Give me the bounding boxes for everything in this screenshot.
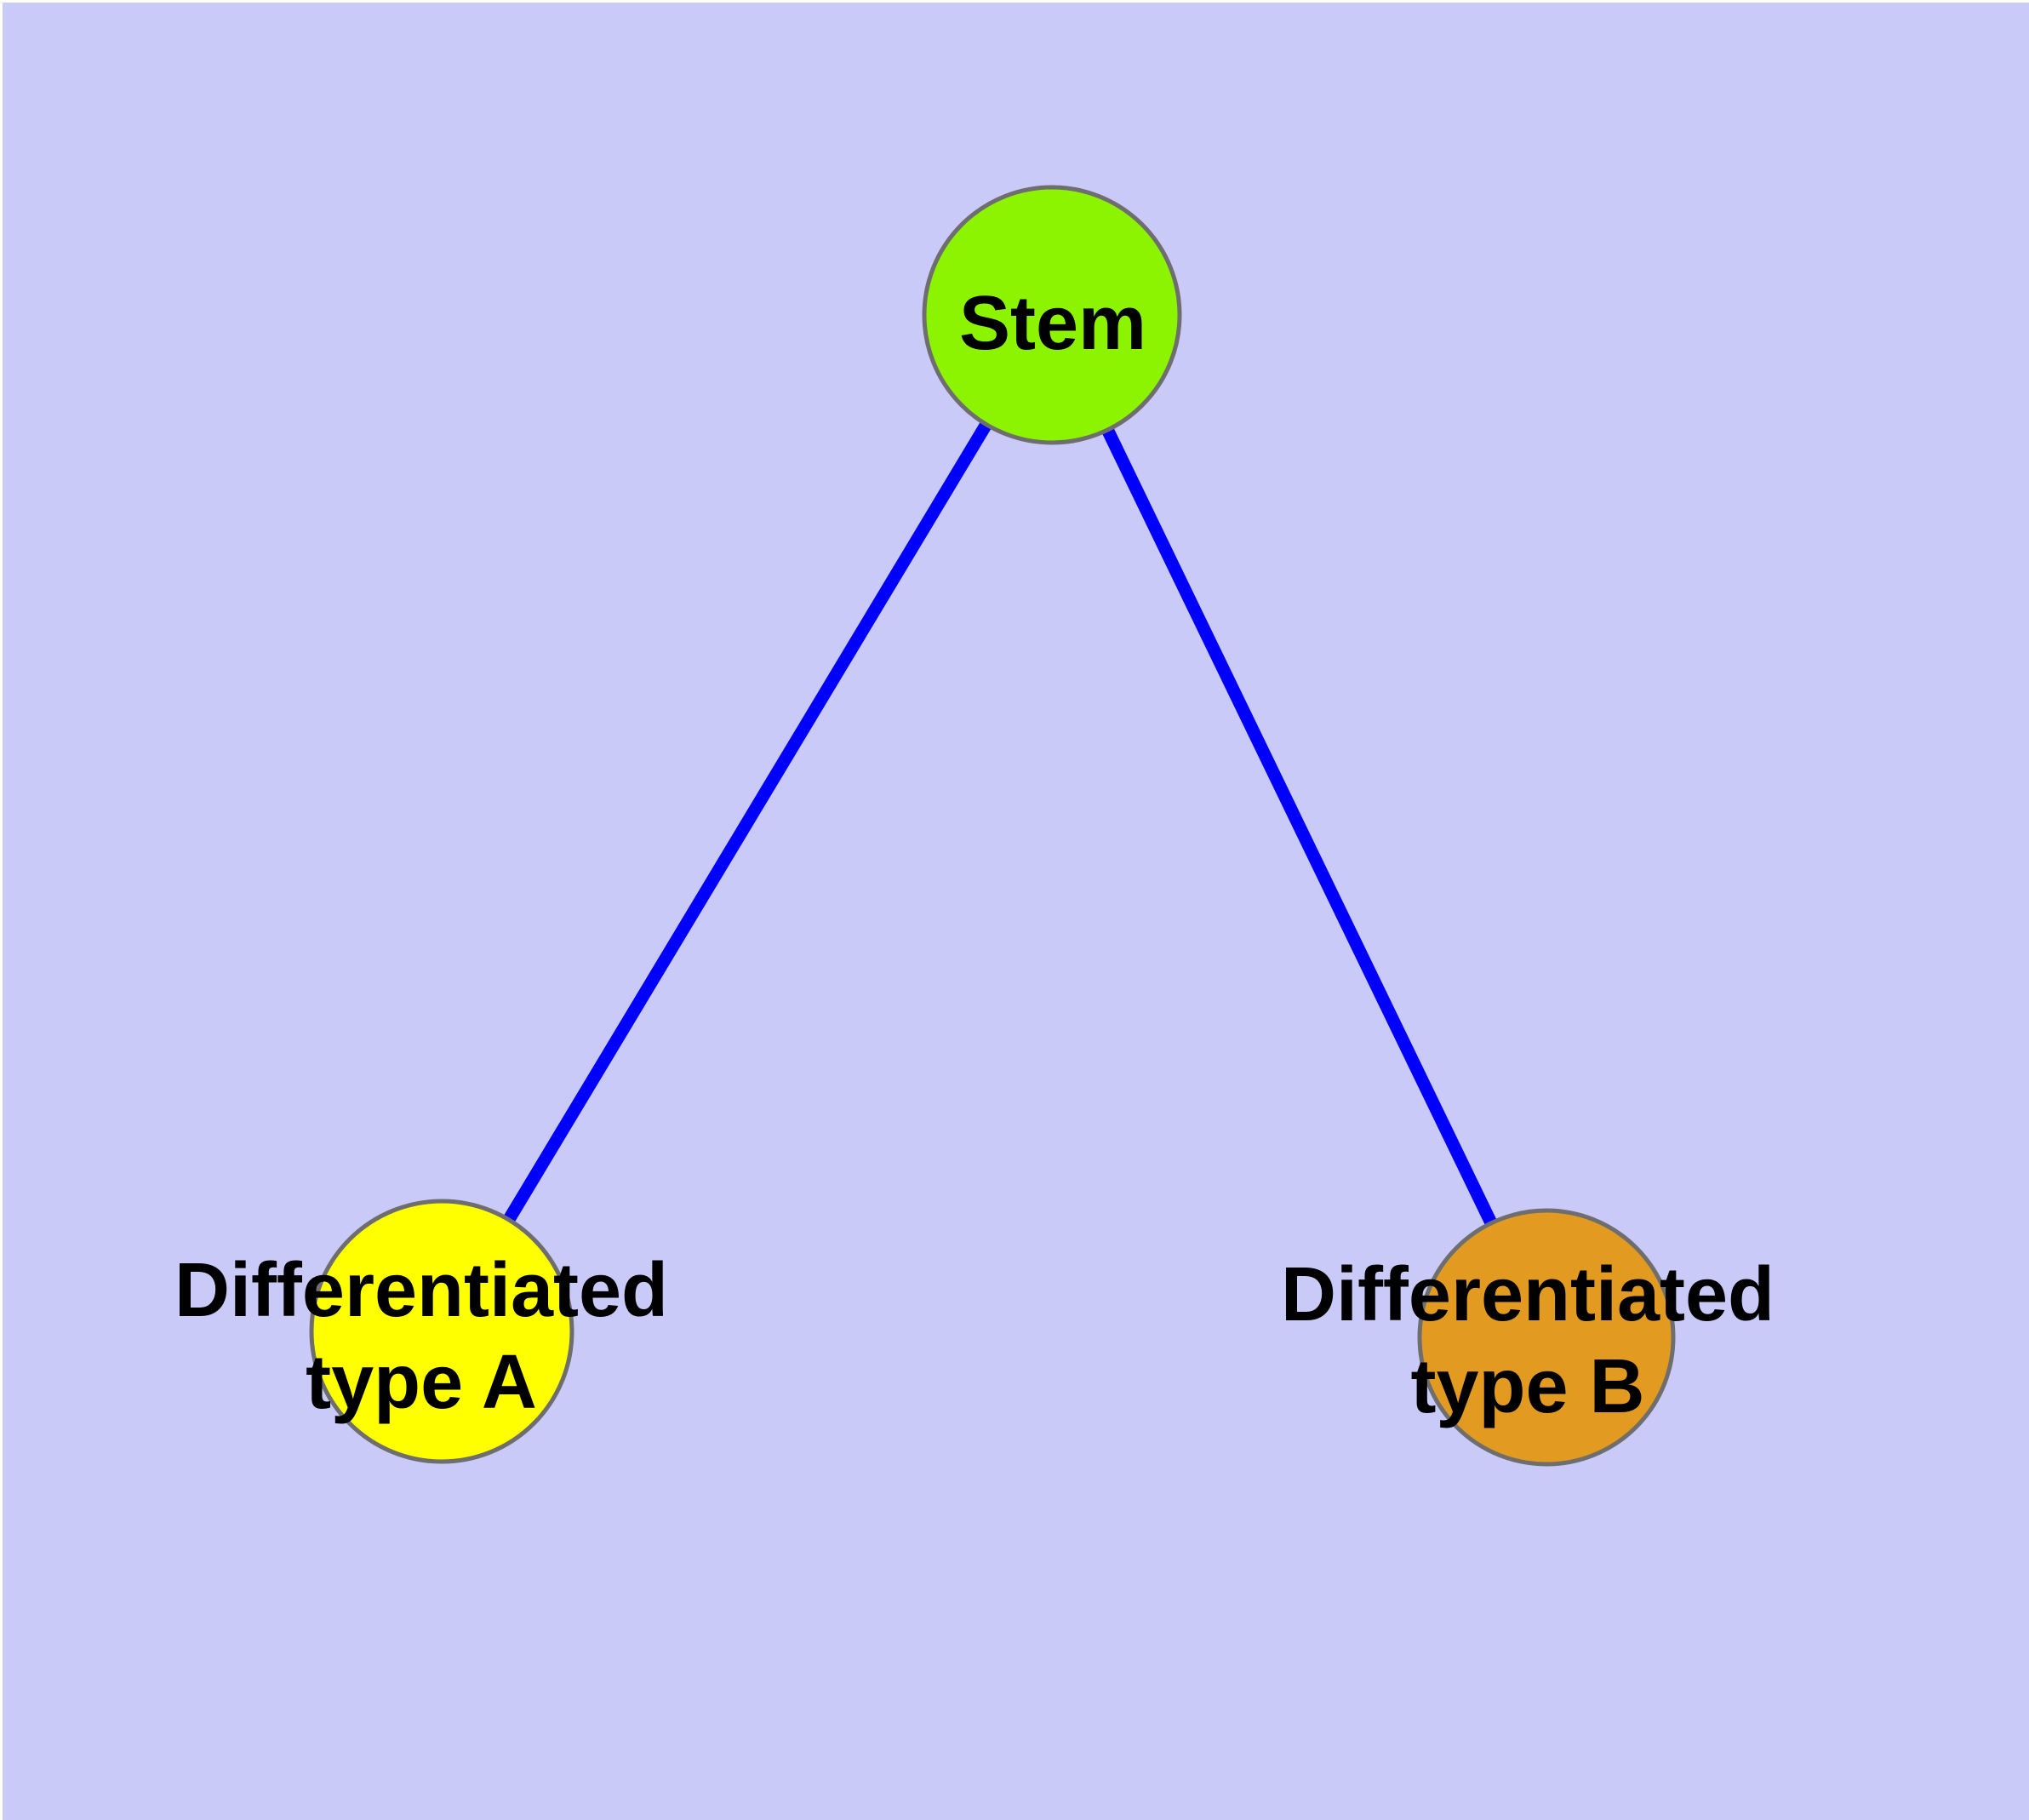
type-b-node bbox=[1417, 1208, 1676, 1467]
edge-stem-to-type-a bbox=[436, 312, 1058, 1335]
stem-node-label: Stem bbox=[959, 281, 1146, 366]
stem-node bbox=[922, 185, 1182, 445]
edge-stem-to-type-b bbox=[1046, 312, 1552, 1341]
type-b-label-line1: Differentiated bbox=[1281, 1252, 1775, 1337]
type-a-label-line1: Differentiated bbox=[174, 1248, 668, 1333]
type-b-label-line2: type B bbox=[1410, 1344, 1644, 1429]
type-a-node bbox=[309, 1199, 574, 1464]
type-a-label-line2: type A bbox=[306, 1340, 537, 1425]
